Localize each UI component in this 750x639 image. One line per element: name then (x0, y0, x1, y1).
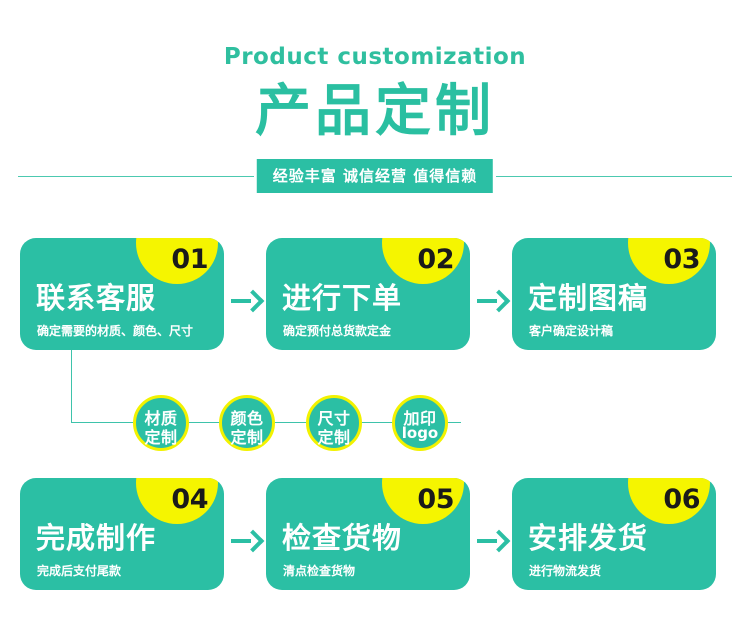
arrow-right-icon (477, 529, 511, 553)
step-subtitle: 客户确定设计稿 (529, 324, 614, 338)
step-number: 03 (663, 244, 700, 275)
option-circle-size: 尺寸 定制 (306, 395, 362, 451)
step-card-02: 02 进行下单 确定预付总货款定金 (266, 238, 470, 350)
option-label-line2: 定制 (230, 428, 264, 447)
arrow-right-icon (477, 289, 511, 313)
step-card-01: 01 联系客服 确定需要的材质、颜色、尺寸 (20, 238, 224, 350)
arrow-head (241, 289, 265, 313)
header-divider-left (18, 176, 254, 177)
step-subtitle: 确定需要的材质、颜色、尺寸 (37, 324, 194, 338)
option-label-line1: 尺寸 (317, 409, 351, 428)
step-number: 01 (171, 244, 208, 275)
option-circle-logo: 加印 logo (392, 395, 448, 451)
arrow-head (241, 529, 265, 553)
arrow-shaft (231, 299, 251, 303)
step-subtitle: 清点检查货物 (283, 564, 356, 578)
connector-line-vertical (71, 350, 72, 423)
step-card-03: 03 定制图稿 客户确定设计稿 (512, 238, 716, 350)
step-title: 安排发货 (528, 521, 649, 555)
option-label-line1: 材质 (144, 409, 178, 428)
arrow-shaft (477, 299, 497, 303)
step-title: 进行下单 (282, 281, 403, 315)
step-title: 检查货物 (282, 521, 403, 555)
arrow-head (487, 529, 511, 553)
option-circle-material: 材质 定制 (133, 395, 189, 451)
arrow-shaft (477, 539, 497, 543)
step-title: 联系客服 (36, 281, 157, 315)
arrow-right-icon (231, 529, 265, 553)
step-title: 完成制作 (36, 521, 157, 555)
option-label-line2: 定制 (144, 428, 178, 447)
arrow-head (487, 289, 511, 313)
step-subtitle: 完成后支付尾款 (37, 564, 122, 578)
step-number: 06 (663, 484, 700, 515)
header-divider-right (496, 176, 732, 177)
page-header: Product customization 产品定制 经验丰富 诚信经营 值得信… (0, 0, 750, 210)
header-tagline: 经验丰富 诚信经营 值得信赖 (256, 159, 494, 193)
step-card-06: 06 安排发货 进行物流发货 (512, 478, 716, 590)
option-label-line2: logo (401, 424, 439, 442)
arrow-right-icon (231, 289, 265, 313)
step-subtitle: 进行物流发货 (529, 564, 602, 578)
page-title: 产品定制 (255, 79, 495, 144)
step-number: 04 (171, 484, 208, 515)
option-label-line1: 颜色 (230, 409, 264, 428)
step-subtitle: 确定预付总货款定金 (283, 324, 392, 338)
option-circle-color: 颜色 定制 (219, 395, 275, 451)
step-number: 05 (417, 484, 454, 515)
arrow-shaft (231, 539, 251, 543)
header-english-title: Product customization (223, 44, 527, 70)
option-label-line1: 加印 (403, 409, 437, 428)
option-label-line2: 定制 (317, 428, 351, 447)
step-card-04: 04 完成制作 完成后支付尾款 (20, 478, 224, 590)
step-title: 定制图稿 (528, 281, 649, 315)
step-number: 02 (417, 244, 454, 275)
step-card-05: 05 检查货物 清点检查货物 (266, 478, 470, 590)
